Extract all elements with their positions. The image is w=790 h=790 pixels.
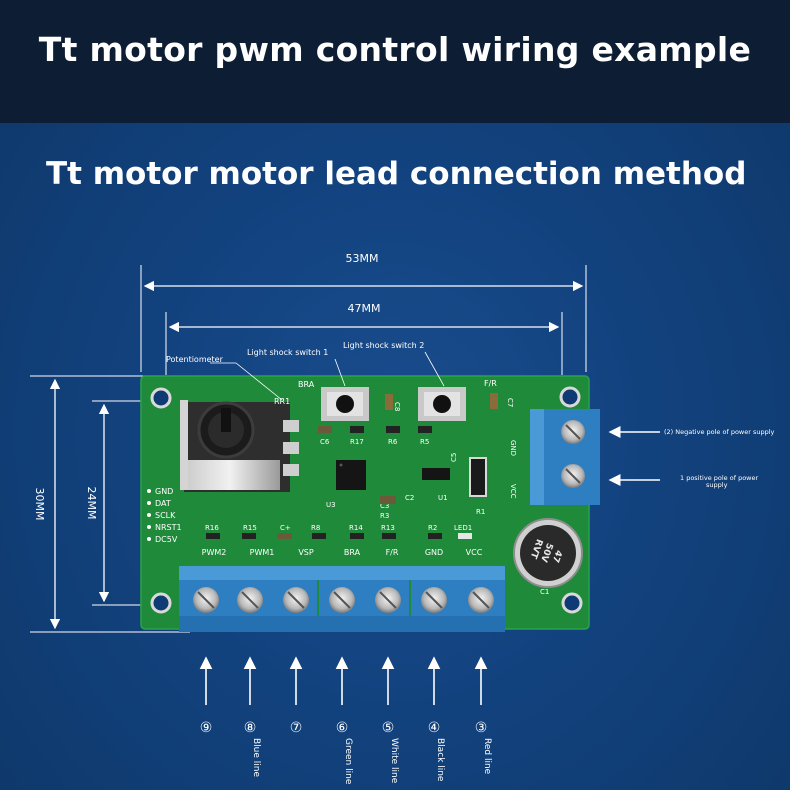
pin-header-labels: GND DAT SCLK NRST1 DC5V: [147, 487, 182, 544]
terminal-number: ⑦: [290, 720, 303, 736]
label-c1: C1: [540, 588, 549, 596]
pcb-board: RR1 BRA F/R C8 C7 C6 R17 R6 R5: [140, 375, 590, 630]
label-c5: C5: [450, 453, 458, 462]
wire-label: Red line: [482, 738, 492, 775]
mounting-hole: [559, 386, 581, 408]
label-c6: C6: [320, 438, 330, 446]
screw-slot: [472, 591, 490, 609]
screw-slot: [197, 591, 215, 609]
power-positive-label-1: 1 positive pole of power: [680, 474, 758, 482]
power-negative-label: (2) Negative pole of power supply: [664, 428, 775, 436]
label-cplus: C+: [280, 524, 291, 532]
label-r16: R16: [205, 524, 219, 532]
screw-slot: [425, 591, 443, 609]
mounting-hole: [150, 387, 172, 409]
terminal-label-fr: F/R: [386, 548, 399, 557]
terminal-label-gnd: GND: [425, 548, 443, 557]
terminal-label-vcc: VCC: [466, 548, 483, 557]
label-bra-top: BRA: [298, 380, 315, 389]
light-shock-switch-2[interactable]: [418, 387, 466, 421]
light-shock-switch-1[interactable]: [321, 387, 369, 421]
potentiometer[interactable]: [180, 400, 299, 492]
mounting-hole: [561, 592, 583, 614]
terminal-label-bra: BRA: [344, 548, 361, 557]
label-r3: R3: [380, 512, 389, 520]
label-r6: R6: [388, 438, 398, 446]
label-c3: C3: [380, 502, 389, 510]
mounting-hole: [150, 592, 172, 614]
height-outer-label: 30MM: [33, 488, 46, 521]
terminal-number: ⑥: [336, 720, 349, 736]
terminal-number: ⑤: [382, 720, 395, 736]
callout-switch-1: Light shock switch 1: [247, 348, 328, 357]
pin-dat: DAT: [155, 499, 171, 508]
label-u3: U3: [326, 501, 336, 509]
width-inner-label: 47MM: [348, 302, 381, 315]
callout-switch-2: Light shock switch 2: [343, 341, 424, 350]
label-r15: R15: [243, 524, 257, 532]
power-gnd-label: GND: [509, 440, 517, 456]
label-r8: R8: [311, 524, 320, 532]
label-led1: LED1: [454, 524, 472, 532]
terminal-label-pwm1: PWM1: [250, 548, 275, 557]
height-inner-label: 24MM: [85, 487, 98, 520]
section-subtitle: Tt motor motor lead connection method: [46, 156, 747, 192]
pin-gnd: GND: [155, 487, 173, 496]
wire-label: White line: [389, 738, 399, 784]
label-r17: R17: [350, 438, 364, 446]
label-c2: C2: [405, 494, 414, 502]
terminal-label-pwm2: PWM2: [202, 548, 227, 557]
wire-label: Green line: [343, 738, 353, 785]
electrolytic-capacitor: 47 50V RVT: [513, 518, 583, 588]
label-r14: R14: [349, 524, 363, 532]
pin-sclk: SCLK: [155, 511, 176, 520]
screw-slot: [333, 591, 351, 609]
power-vcc-label: VCC: [509, 484, 517, 499]
mcu-chip-u3: [336, 460, 366, 490]
terminal-number: ⑧: [244, 720, 257, 736]
pin-dc5v: DC5V: [155, 535, 178, 544]
label-c8: C8: [393, 402, 401, 411]
screw-slot: [287, 591, 305, 609]
power-terminal: GND VCC: [509, 409, 600, 505]
wire-label: Black line: [435, 738, 445, 782]
label-r1: R1: [476, 508, 485, 516]
power-positive-label-2: supply: [706, 481, 728, 489]
label-r2: R2: [428, 524, 437, 532]
terminal-number: ④: [428, 720, 441, 736]
label-fr-top: F/R: [484, 379, 497, 388]
screw-slot: [379, 591, 397, 609]
label-u1: U1: [438, 494, 448, 502]
label-rr1: RR1: [274, 397, 290, 406]
title-banner: Tt motor pwm control wiring example: [0, 0, 790, 123]
pin-nrst1: NRST1: [155, 523, 182, 532]
label-r5: R5: [420, 438, 429, 446]
terminal-number: ⑨: [200, 720, 213, 736]
terminal-label-vsp: VSP: [298, 548, 314, 557]
label-c7: C7: [506, 398, 514, 407]
terminal-number: ③: [475, 720, 488, 736]
label-r13: R13: [381, 524, 395, 532]
callout-potentiometer: Potentiometer: [166, 355, 224, 364]
wire-label: Blue line: [251, 738, 261, 777]
width-outer-label: 53MM: [346, 252, 379, 265]
dimension-lines: 53MM 47MM 30MM 24MM: [30, 252, 587, 633]
screw-slot: [241, 591, 259, 609]
terminal-arrows: ⑨ ⑧ Blue line ⑦ ⑥ Green line ⑤ White line ④ Black…: [199, 656, 492, 785]
terminal-block-bottom: [179, 566, 505, 632]
svg-text:47: 47: [550, 548, 564, 563]
page-title: Tt motor pwm control wiring example: [38, 30, 752, 69]
